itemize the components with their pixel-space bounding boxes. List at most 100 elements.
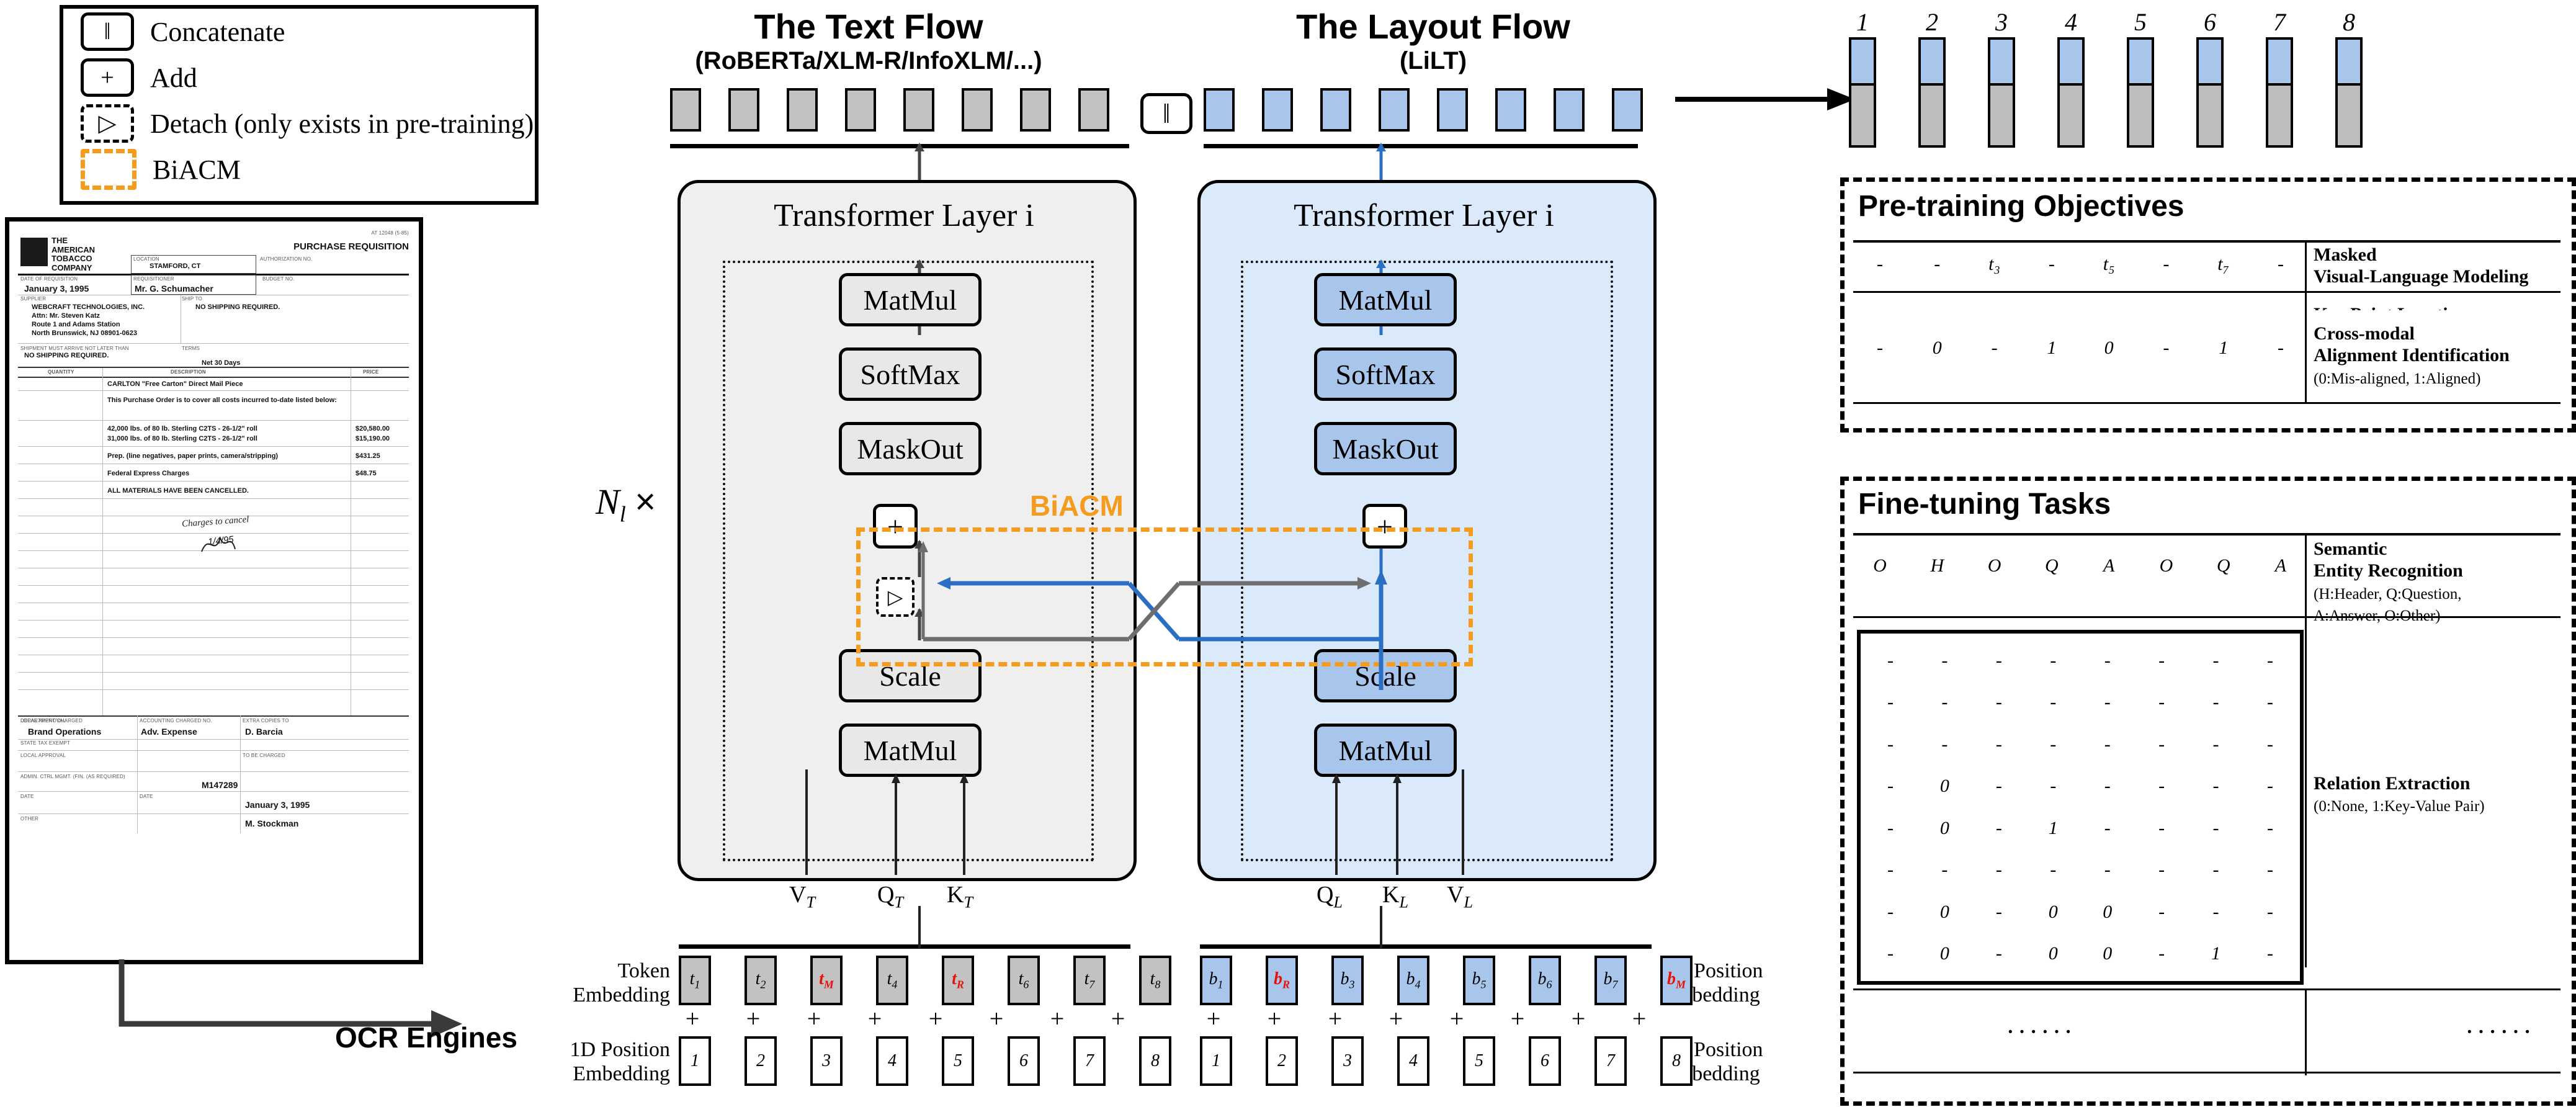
- plus-sign: +: [1328, 1005, 1343, 1033]
- token-embedding-cell: bM: [1660, 956, 1693, 1005]
- re-matrix-cell: -: [2050, 650, 2057, 671]
- doc-value-shipnote: NO SHIPPING REQUIRED.: [24, 352, 109, 359]
- re-matrix-cell: -: [1887, 901, 1894, 922]
- ocr-engines-label: OCR Engines: [335, 1021, 517, 1054]
- re-matrix-row: -0------: [1869, 776, 2291, 797]
- text-block-matmul-bottom[interactable]: MatMul: [839, 724, 982, 777]
- re-matrix-cell: -: [1995, 859, 2002, 881]
- ser-cell: A: [2103, 555, 2115, 576]
- re-matrix-cell: -: [1887, 692, 1894, 713]
- re-matrix-cell: 0: [2048, 943, 2058, 964]
- layout-add-node[interactable]: +: [1362, 504, 1407, 549]
- pretraining-cell: -: [2163, 338, 2170, 358]
- re-matrix-cell: -: [1887, 817, 1894, 838]
- pretraining-cell: -: [2277, 254, 2284, 274]
- doc-value-location: STAMFORD, CT: [150, 262, 201, 270]
- pretraining-row-0-cells: --t₃-t₅-t₇-: [1858, 254, 2302, 275]
- re-matrix-cell: -: [2158, 901, 2165, 922]
- re-matrix-cell: -: [2104, 859, 2111, 881]
- re-name: Relation Extraction(0:None, 1:Key-Value …: [2314, 773, 2485, 815]
- layout-block-matmul-top[interactable]: MatMul: [1314, 273, 1457, 326]
- text-input-v-label: V: [789, 882, 807, 908]
- doc-row-3-price: $15,190.00: [356, 435, 390, 442]
- detach-icon[interactable]: ▷: [876, 577, 915, 617]
- pretraining-title: Pre-training Objectives: [1858, 190, 2185, 223]
- doc-row-2-price: $20,580.00: [356, 425, 390, 432]
- pretraining-cell: -: [1991, 338, 1998, 358]
- doc-label-dept: LOCAL APPROVAL: [20, 718, 66, 724]
- token-embedding-cell: t1: [679, 956, 711, 1005]
- re-matrix-cell: -: [2266, 901, 2273, 922]
- output-bar-layout-part: [1918, 37, 1946, 84]
- doc-row-0-desc: CARLTON "Free Carton" Direct Mail Piece: [107, 380, 243, 388]
- layout-block-matmul-bottom[interactable]: MatMul: [1314, 724, 1457, 777]
- output-token: [728, 88, 759, 132]
- legend-label-add: Add: [150, 62, 197, 93]
- layout-transformer-layer-title: Transformer Layer i: [1294, 198, 1554, 233]
- text-block-maskout[interactable]: MaskOut: [839, 422, 982, 475]
- text-block-matmul-top[interactable]: MatMul: [839, 273, 982, 326]
- text-block-softmax[interactable]: SoftMax: [839, 347, 982, 401]
- doc-row-3-desc: 31,000 lbs. of 80 lb. Sterling C2TS - 26…: [107, 435, 257, 442]
- re-matrix-cell: -: [1941, 650, 1948, 671]
- output-bar: [2127, 37, 2154, 148]
- doc-supplier-line-1: WEBCRAFT TECHNOLOGIES, INC.: [32, 303, 145, 311]
- output-token: [1495, 88, 1526, 132]
- re-matrix-cell: -: [1995, 817, 2002, 838]
- text-add-node[interactable]: +: [873, 504, 918, 549]
- layout-block-maskout[interactable]: MaskOut: [1314, 422, 1457, 475]
- layout-output-bus: [1204, 144, 1638, 148]
- output-bar-index: 1: [1856, 8, 1869, 36]
- re-matrix-cell: -: [2212, 776, 2219, 797]
- doc-label-statetax: STATE TAX EXEMPT: [20, 740, 70, 746]
- layout-input-k-label: K: [1382, 882, 1400, 908]
- re-ellipsis-left: ······: [2006, 1016, 2075, 1047]
- doc-row-5-desc: Federal Express Charges: [107, 470, 190, 477]
- finetuning-title: Fine-tuning Tasks: [1858, 488, 2111, 521]
- plus-sign: +: [928, 1005, 943, 1033]
- pretraining-cell: 0: [2104, 338, 2114, 358]
- legend-label-concatenate: Concatenate: [150, 16, 285, 47]
- token-embedding-cell: tM: [810, 956, 843, 1005]
- doc-signature-scribble: [201, 536, 236, 552]
- output-token: [1612, 88, 1643, 132]
- pretraining-cell: 1: [2047, 338, 2057, 358]
- legend-panel: ‖ Concatenate + Add ▷ Detach (only exist…: [60, 5, 539, 205]
- doc-row-1-desc: This Purchase Order is to cover all cost…: [107, 397, 337, 404]
- pretraining-cell: -: [2163, 254, 2170, 274]
- doc-value-other: M. Stockman: [245, 818, 299, 828]
- layout-block-softmax[interactable]: SoftMax: [1314, 347, 1457, 401]
- text-plus-row: ++++++++: [679, 1004, 1132, 1033]
- re-matrix-cell: -: [1995, 776, 2002, 797]
- output-token: [903, 88, 934, 132]
- layout-embedding-bus: [1200, 944, 1652, 949]
- text-input-q-label: Q: [877, 882, 895, 908]
- layout-input-q: QL: [1317, 881, 1343, 912]
- re-matrix-cell: 0: [2103, 901, 2113, 922]
- position-embedding-cell: 2: [1266, 1036, 1298, 1086]
- re-matrix-cell: -: [2266, 692, 2273, 713]
- doc-label-authorization: AUTHORIZATION NO.: [260, 256, 313, 262]
- re-matrix-cell: -: [2104, 817, 2111, 838]
- re-matrix-cell: -: [2104, 692, 2111, 713]
- re-matrix-cell: -: [1887, 943, 1894, 964]
- doc-label-extracopies: EXTRA COPIES TO: [243, 718, 289, 724]
- position-embedding-cell: 2: [745, 1036, 777, 1086]
- plus-sign: +: [1632, 1005, 1647, 1033]
- output-bar-layout-part: [2127, 37, 2154, 84]
- output-bar-text-part: [2127, 84, 2154, 148]
- text-input-q: QT: [877, 881, 903, 912]
- output-arrow: [1675, 88, 1855, 110]
- output-token: [1437, 88, 1468, 132]
- pretraining-cell: -: [2277, 338, 2284, 358]
- re-matrix-cell: 0: [1939, 901, 1949, 922]
- doc-label-other: OTHER: [20, 816, 38, 822]
- text-block-scale[interactable]: Scale: [839, 649, 982, 702]
- ser-cell: O: [2159, 555, 2173, 576]
- doc-label-date3: DATE: [140, 794, 153, 799]
- output-bar: [2057, 37, 2085, 148]
- re-matrix-cell: -: [2104, 650, 2111, 671]
